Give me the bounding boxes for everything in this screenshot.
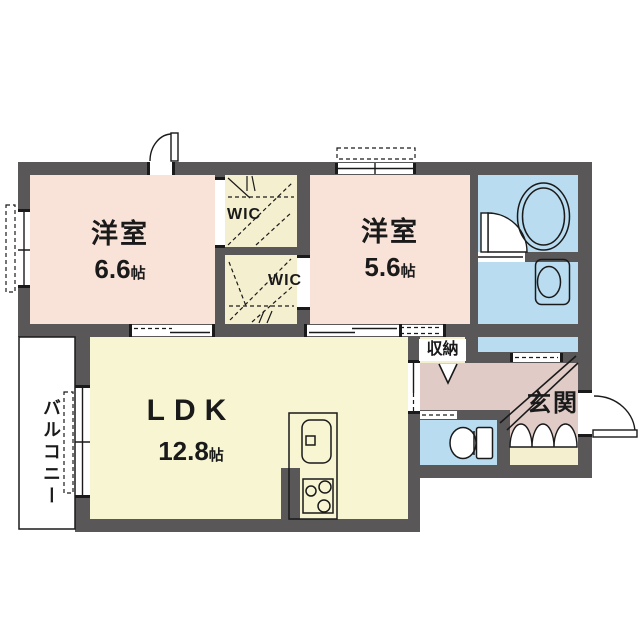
eave-dashed-top: [336, 147, 416, 160]
wic-lower-door: [297, 258, 310, 307]
bedroom1-top-door-arc: [149, 133, 173, 162]
room-bedroom-2: [310, 175, 470, 325]
balcony-sash-dashed: [63, 391, 74, 494]
bedroom1-sliding-door: [132, 325, 212, 336]
balcony-railing: [18, 336, 76, 530]
bedroom2-sliding-door: [307, 325, 399, 336]
bedroom1-area: 6.6帖: [40, 256, 200, 282]
bedroom-fills: [30, 175, 470, 325]
wic-lower-marks: [228, 258, 294, 323]
entrance-step-line: [499, 355, 579, 431]
entrance-label: 玄関: [527, 390, 579, 417]
room-washroom: [478, 262, 578, 352]
storage-top-dashes: [400, 326, 442, 335]
bedroom2-name: 洋室: [361, 217, 419, 247]
wic-upper-door: [215, 180, 225, 245]
door-jambs: [18, 162, 592, 498]
ldk-area-value: 12.8: [158, 436, 209, 466]
storage-top-opening: [399, 325, 443, 336]
entrance-door-leaf: [592, 429, 638, 438]
bedroom2-area-unit: 帖: [400, 263, 416, 280]
balcony-label: バルコニー: [41, 398, 61, 508]
shoe-cabinet: [509, 423, 578, 448]
bedroom1-area-unit: 帖: [130, 265, 146, 282]
window-sash-left: [18, 212, 30, 285]
wic-upper-label: WIC: [227, 206, 262, 223]
bedroom2-area-value: 5.6: [364, 252, 401, 282]
faucet-icon: [305, 435, 316, 446]
bedroom1-top-door-opening: [150, 162, 172, 175]
washbasin-icon: [534, 258, 571, 306]
bedroom2-area: 5.6帖: [312, 254, 468, 280]
storage-label: 収納: [419, 339, 466, 361]
window-sash-top: [338, 163, 413, 174]
kitchen-sink-icon: [301, 419, 332, 464]
linework: [5, 132, 638, 530]
wic-lower-label: WIC: [268, 272, 303, 289]
stove-icon: [302, 478, 334, 514]
wic-upper-marks: [227, 182, 294, 246]
room-bedroom-1: [30, 175, 215, 325]
bath-door-leaf: [480, 212, 489, 253]
toilet-icon: [449, 426, 494, 460]
shoe-counter: [510, 447, 578, 465]
bedroom1-area-value: 6.6: [94, 254, 131, 284]
entrance-door-opening: [578, 393, 592, 434]
window-sash-balcony: [75, 388, 90, 495]
wic-lower-door-marks: [258, 310, 273, 324]
ldk-area-unit: 帖: [208, 447, 224, 464]
room-ldk: [90, 337, 408, 519]
ldk-area: 12.8帖: [112, 438, 270, 464]
bedroom1-name: 洋室: [91, 219, 149, 249]
bedroom2-slide-lines: [309, 327, 397, 334]
bathtub-icon: [516, 182, 571, 251]
ldk-fill: [90, 337, 408, 519]
wic-upper-door-marks: [227, 175, 256, 199]
ldk-name: LDK: [146, 394, 236, 427]
bedroom1-top-door-leaf: [170, 132, 179, 162]
kitchen-counter: [288, 412, 338, 520]
folding-door: [438, 363, 458, 385]
fixtures: [288, 182, 571, 520]
entrance-door-arc: [593, 395, 636, 434]
shutter-dashed-left: [5, 204, 16, 293]
room-wic-upper: [225, 175, 297, 247]
